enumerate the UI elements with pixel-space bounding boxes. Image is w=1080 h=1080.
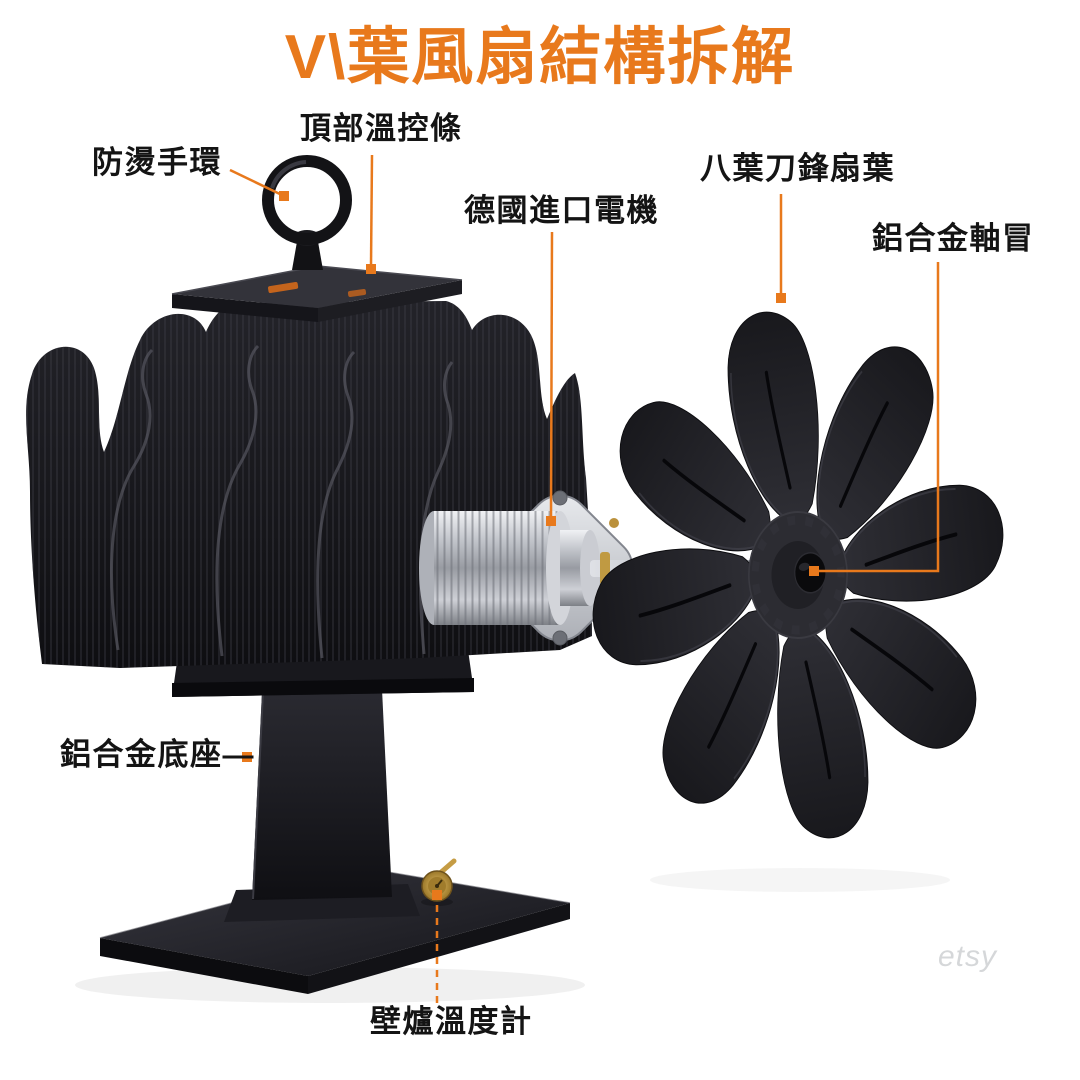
label-motor: 德國進口電機 [464, 193, 659, 228]
leader-dot-handle-ring [279, 191, 289, 201]
label-hub-cap: 鋁合金軸冒 [872, 221, 1035, 256]
plate-logo-mark [268, 281, 299, 294]
leader-dot-motor [546, 516, 556, 526]
label-blades: 八葉刀鋒扇葉 [700, 151, 895, 186]
label-handle-ring: 防燙手環 [92, 145, 222, 180]
label-top-strip: 頂部溫控條 [300, 111, 463, 146]
leader-lines [229, 154, 940, 1003]
page-title: V\葉風扇結構拆解 [284, 23, 796, 92]
label-base: 鋁合金底座— [60, 737, 255, 772]
base-plate [99, 867, 571, 994]
top-plate [171, 265, 463, 322]
leader-line-hub-cap [818, 262, 940, 573]
leader-dot-base [242, 752, 252, 762]
leader-line-top-strip [369, 154, 374, 267]
leader-dot-top-strip [366, 264, 376, 274]
motor [419, 511, 600, 625]
watermark: etsy [938, 940, 998, 973]
hand-ring [262, 155, 352, 270]
leader-dot-hub-cap [809, 566, 819, 576]
leader-dot-blades [776, 293, 786, 303]
fin-edge-lines [110, 344, 454, 659]
label-thermometer: 壁爐溫度計 [370, 1004, 533, 1039]
thermometer [421, 858, 457, 906]
leader-dot-thermometer [432, 890, 442, 900]
leader-line-handle-ring [229, 168, 285, 198]
fan [585, 302, 1011, 848]
leader-line-motor [549, 231, 554, 518]
leader-dots [242, 191, 819, 900]
